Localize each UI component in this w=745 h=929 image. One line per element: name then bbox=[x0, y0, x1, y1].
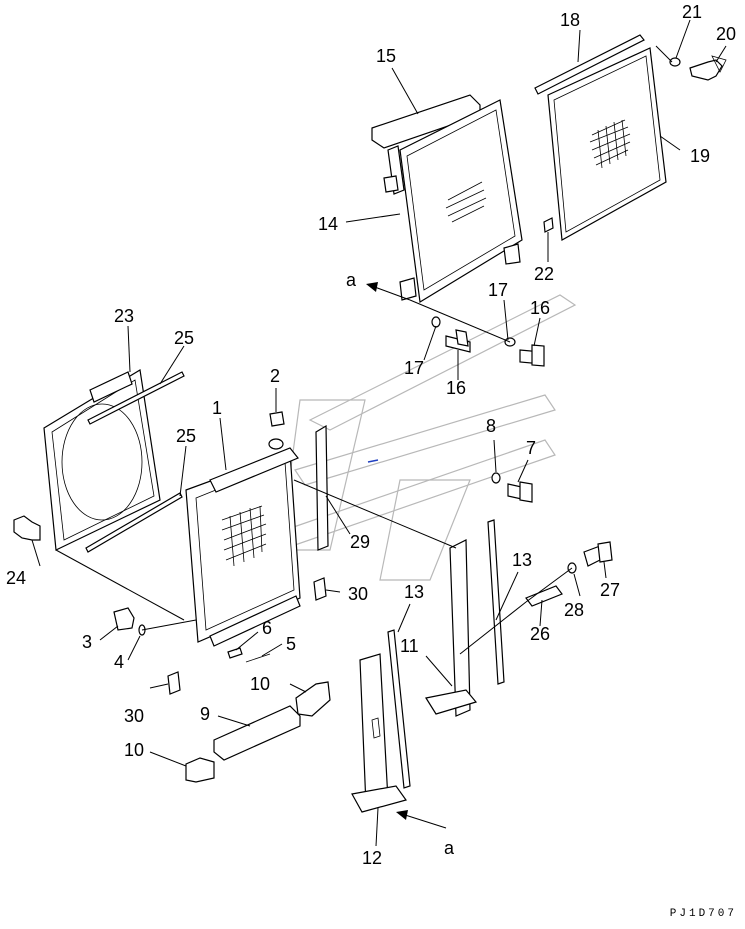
callout-26: 26 bbox=[530, 624, 550, 644]
callout-11: 11 bbox=[400, 636, 419, 656]
assembly-lines bbox=[55, 45, 673, 655]
part-27-bolt bbox=[583, 541, 613, 567]
part-17-washer-a bbox=[431, 316, 441, 328]
callout-27: 27 bbox=[600, 580, 620, 600]
callout-22: 22 bbox=[534, 264, 554, 284]
part-20-wing-bolt bbox=[689, 55, 727, 81]
callout-10a: 10 bbox=[250, 674, 270, 694]
callout-17b: 17 bbox=[404, 358, 424, 378]
callout-10b: 10 bbox=[124, 740, 144, 760]
callout-30b: 30 bbox=[124, 706, 144, 726]
view-a-arrow-upper bbox=[366, 282, 411, 301]
blue-mark bbox=[367, 459, 379, 463]
callout-23: 23 bbox=[114, 306, 134, 326]
callout-25b: 25 bbox=[176, 426, 196, 446]
callout-3: 3 bbox=[82, 632, 92, 652]
part-10-block-a bbox=[295, 681, 331, 717]
drawing-code: PJ1D707 bbox=[669, 908, 737, 920]
callout-7: 7 bbox=[526, 438, 536, 458]
part-12-bracket bbox=[351, 653, 407, 813]
part-25-strip-b bbox=[85, 492, 183, 553]
part-24-plug bbox=[13, 515, 41, 541]
callout-29: 29 bbox=[350, 532, 370, 552]
callout-28: 28 bbox=[564, 600, 584, 620]
view-marker-a-lower: a bbox=[444, 838, 455, 858]
callout-12: 12 bbox=[362, 848, 382, 868]
part-2-cap bbox=[268, 411, 285, 450]
callout-24: 24 bbox=[6, 568, 26, 588]
callout-13b: 13 bbox=[512, 550, 532, 570]
part-30-pad-a bbox=[313, 577, 327, 601]
part-7-bolt bbox=[507, 481, 533, 503]
part-11-bracket bbox=[425, 539, 478, 717]
callout-6: 6 bbox=[262, 618, 272, 638]
part-16-bolt-b bbox=[519, 344, 545, 367]
callout-2: 2 bbox=[270, 366, 280, 386]
callout-20: 20 bbox=[716, 24, 736, 44]
watermark-logo bbox=[279, 294, 577, 581]
callout-13a: 13 bbox=[404, 582, 424, 602]
callout-16a: 16 bbox=[530, 298, 550, 318]
callout-5: 5 bbox=[286, 634, 296, 654]
part-26-plate bbox=[525, 585, 563, 607]
part-22-clip bbox=[543, 217, 554, 233]
part-6-clip bbox=[227, 647, 243, 659]
callout-15: 15 bbox=[376, 46, 396, 66]
part-5-pin bbox=[245, 653, 271, 663]
part-9-bar bbox=[213, 705, 301, 761]
part-25-strip-a bbox=[87, 371, 185, 425]
callout-1: 1 bbox=[212, 398, 222, 418]
part-18-strip bbox=[534, 34, 645, 95]
callout-numbers: 15 18 21 20 19 14 22 17 16 17 16 23 25 2… bbox=[6, 2, 736, 868]
callout-17a: 17 bbox=[488, 280, 508, 300]
part-13-strip-b bbox=[487, 519, 505, 685]
part-8-washer bbox=[491, 472, 501, 484]
part-13-strip-a bbox=[387, 629, 411, 789]
callout-16b: 16 bbox=[446, 378, 466, 398]
part-16-bolt-a bbox=[445, 329, 471, 353]
part-30-pad-b bbox=[167, 671, 181, 695]
leader-lines bbox=[31, 19, 727, 847]
view-marker-a-upper: a bbox=[346, 270, 357, 290]
part-21-washer bbox=[669, 57, 681, 67]
part-1-radiator bbox=[185, 447, 301, 647]
callout-30a: 30 bbox=[348, 584, 368, 604]
callout-8: 8 bbox=[486, 416, 496, 436]
callout-9: 9 bbox=[200, 704, 210, 724]
view-a-arrow-lower bbox=[396, 810, 447, 829]
part-19-net-frame bbox=[547, 47, 667, 241]
callout-4: 4 bbox=[114, 652, 124, 672]
part-14-oil-cooler bbox=[383, 99, 523, 303]
part-23-fan-shroud bbox=[43, 369, 161, 551]
callout-19: 19 bbox=[690, 146, 710, 166]
part-29-bracket bbox=[315, 424, 329, 551]
callout-14: 14 bbox=[318, 214, 338, 234]
callout-18: 18 bbox=[560, 10, 580, 30]
part-10-block-b bbox=[185, 757, 215, 783]
callout-21: 21 bbox=[682, 2, 702, 22]
callout-25a: 25 bbox=[174, 328, 194, 348]
